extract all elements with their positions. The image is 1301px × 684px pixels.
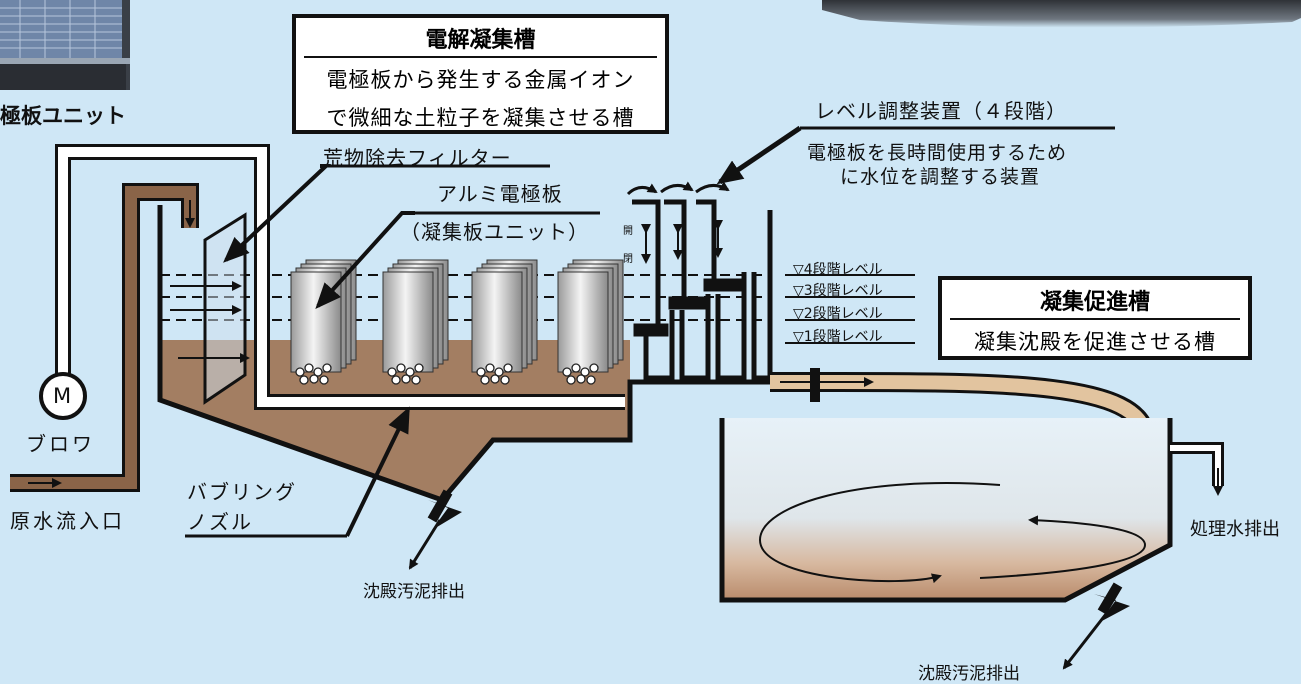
raw-inlet-label: 原水流入口 bbox=[10, 509, 125, 533]
level-3-label: ▽3段階レベル bbox=[793, 283, 883, 299]
electrode-stack-4 bbox=[557, 259, 624, 373]
open-label: 開 bbox=[623, 226, 633, 237]
bubbling-nozzle-label-2: ノズル bbox=[187, 510, 253, 534]
close-label: 閉 bbox=[623, 254, 633, 265]
level-scale bbox=[785, 274, 915, 344]
level-2-label: ▽2段階レベル bbox=[793, 306, 883, 322]
rotation-arrows bbox=[626, 181, 730, 196]
electrode-unit-label: 極板ユニット bbox=[0, 104, 126, 128]
blower-symbol: M bbox=[53, 384, 72, 408]
bubbling-nozzle-label-1: バブリング bbox=[187, 480, 297, 504]
leader-lines bbox=[185, 125, 1115, 538]
sludge-discharge-label-1: 沈殿汚泥排出 bbox=[363, 582, 465, 602]
electrolytic-tank-box: 電解凝集槽 電極板から発生する金属イオン で微細な土粒子を凝集させる槽 bbox=[292, 14, 669, 134]
level-4-label: ▽4段階レベル bbox=[793, 262, 883, 278]
bubbles bbox=[295, 363, 599, 385]
sludge-valve-1 bbox=[408, 489, 462, 570]
debris-filter-label: 荒物除去フィルター bbox=[323, 146, 512, 170]
electrode-unit-photo bbox=[0, 0, 130, 90]
air-pipe bbox=[55, 144, 625, 410]
electrolytic-tank-title: 電解凝集槽 bbox=[304, 22, 657, 58]
aluminum-electrode-label: アルミ電極板 bbox=[437, 182, 563, 206]
open-close-arrows bbox=[641, 220, 723, 264]
sludge-discharge-label-2: 沈殿汚泥排出 bbox=[918, 664, 1020, 684]
level-1-label: ▽1段階レベル bbox=[793, 329, 883, 345]
electrode-stack-2 bbox=[382, 259, 449, 373]
sludge-valve-2 bbox=[1062, 582, 1130, 670]
promotion-tank bbox=[719, 418, 1224, 603]
coagulation-unit-label: （凝集板ユニット） bbox=[400, 220, 589, 244]
level-adjust-device bbox=[632, 199, 770, 381]
level-device-label: レベル調整装置（４段階） bbox=[815, 99, 1067, 123]
level-device-desc-2: に水位を調整する装置 bbox=[840, 166, 1041, 188]
electrolytic-tank-desc-2: で微細な土粒子を凝集させる槽 bbox=[326, 106, 635, 130]
promotion-tank-desc: 凝集沈殿を促進させる槽 bbox=[974, 330, 1216, 354]
blower-icon bbox=[39, 372, 87, 420]
electrolytic-tank-desc-1: 電極板から発生する金属イオン bbox=[326, 68, 635, 92]
promotion-tank-title: 凝集促進槽 bbox=[950, 284, 1240, 320]
electrode-stack-3 bbox=[471, 259, 538, 373]
treated-water-discharge-label: 処理水排出 bbox=[1190, 519, 1280, 540]
top-right-panel-shadow bbox=[822, 0, 1301, 28]
level-device-desc-1: 電極板を長時間使用するため bbox=[807, 142, 1068, 164]
promotion-tank-box: 凝集促進槽 凝集沈殿を促進させる槽 bbox=[938, 276, 1252, 360]
raw-water-pipe bbox=[10, 183, 199, 492]
blower-label: ブロワ bbox=[26, 432, 95, 456]
